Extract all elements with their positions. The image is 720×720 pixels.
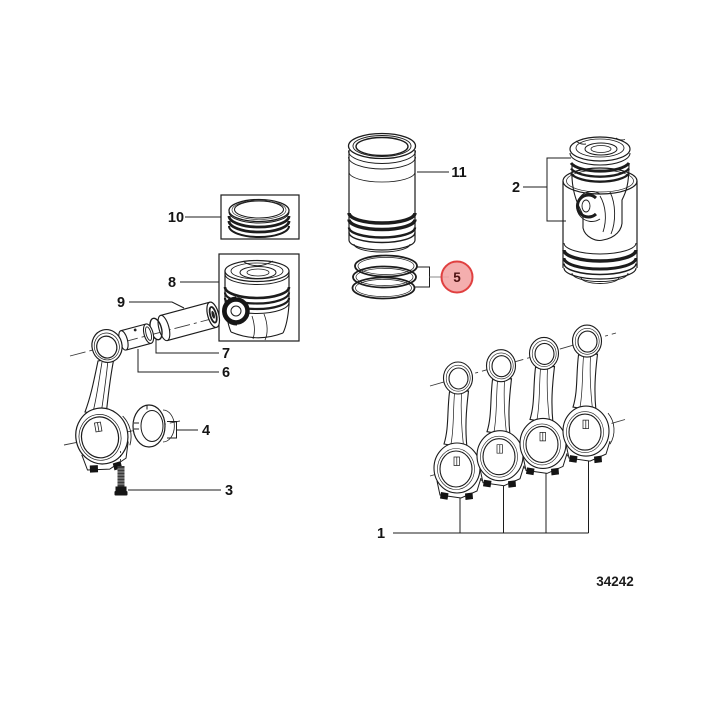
callout-11: 11 bbox=[417, 165, 467, 181]
callout-2-label[interactable]: 2 bbox=[512, 180, 520, 196]
callout-8-label[interactable]: 8 bbox=[168, 275, 176, 291]
piston-ring-kit-drawing bbox=[351, 254, 418, 300]
callout-9-label[interactable]: 9 bbox=[117, 295, 125, 311]
callout-5: 5 bbox=[415, 260, 474, 294]
piston-pin-drawing bbox=[157, 301, 221, 342]
callout-4: 4 bbox=[167, 421, 210, 439]
callout-4-label[interactable]: 4 bbox=[202, 423, 210, 439]
callout-7-label[interactable]: 7 bbox=[222, 346, 230, 362]
rod-bolt-drawing bbox=[114, 466, 128, 496]
piston-box-drawing bbox=[218, 253, 300, 342]
callout-7: 7 bbox=[155, 340, 230, 362]
ring-set-box-drawing bbox=[220, 194, 300, 240]
callout-1: 1 bbox=[377, 461, 589, 542]
connecting-rods-group-drawing bbox=[433, 324, 615, 501]
connecting-rod-drawing bbox=[75, 328, 132, 473]
cylinder-liner-drawing bbox=[347, 132, 417, 253]
bearing-shells-drawing bbox=[132, 404, 175, 448]
callout-3: 3 bbox=[128, 483, 233, 499]
callout-6-label[interactable]: 6 bbox=[222, 365, 230, 381]
callout-6: 6 bbox=[137, 349, 230, 381]
callout-9: 9 bbox=[117, 295, 185, 311]
highlight-circle[interactable] bbox=[440, 260, 474, 294]
callout-2: 2 bbox=[512, 157, 571, 222]
callout-8: 8 bbox=[168, 275, 219, 291]
callout-5-label[interactable]: 5 bbox=[453, 270, 461, 285]
callout-3-label[interactable]: 3 bbox=[225, 483, 233, 499]
small-end-bushing-drawing bbox=[118, 323, 155, 351]
piston-liner-assembly-drawing bbox=[562, 136, 638, 284]
drawing-number: 34242 bbox=[596, 574, 634, 589]
callout-10: 10 bbox=[168, 210, 221, 226]
callout-11-label[interactable]: 11 bbox=[451, 165, 466, 181]
callout-1-label[interactable]: 1 bbox=[377, 526, 385, 542]
callout-10-label[interactable]: 10 bbox=[168, 210, 184, 226]
